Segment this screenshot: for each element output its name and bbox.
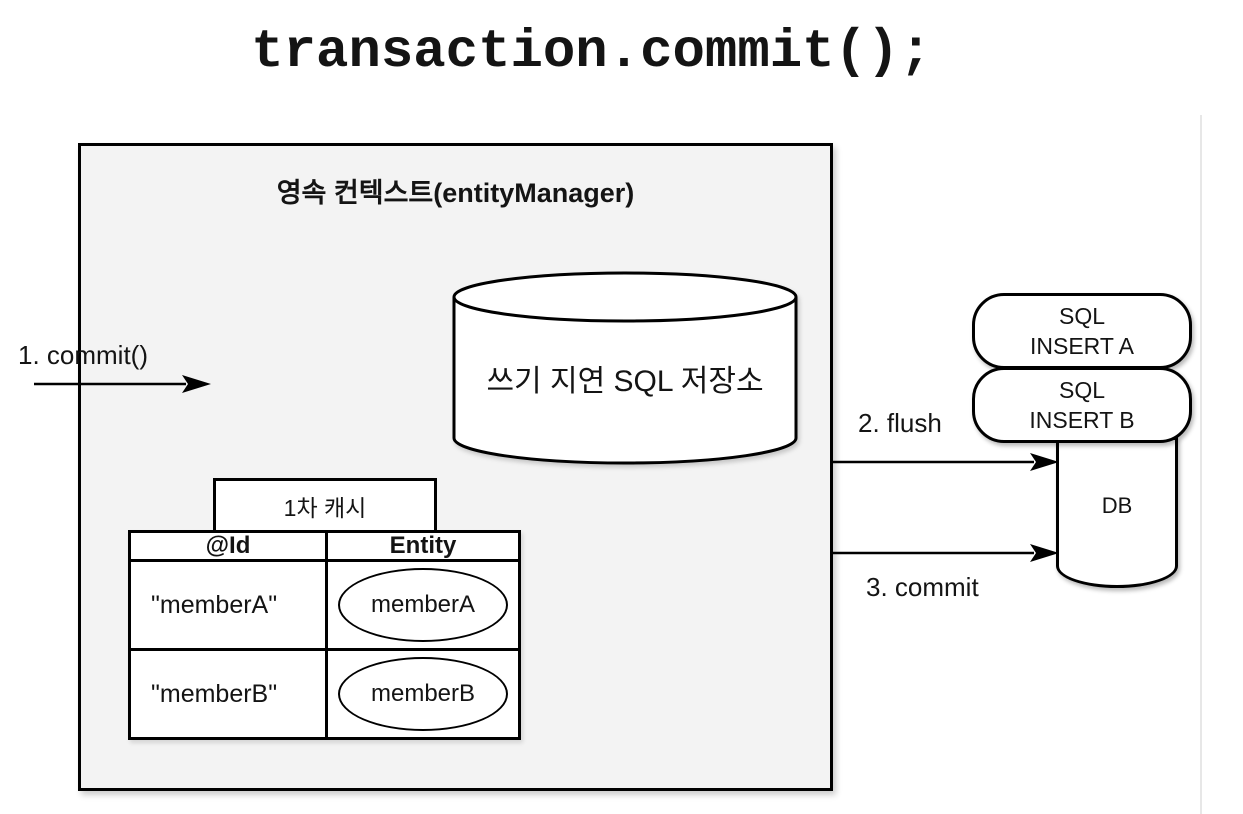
write-behind-sql-store-cylinder (452, 271, 798, 465)
db-cylinder: DB (1056, 437, 1178, 588)
entity-cell-member-a: memberA (328, 562, 518, 648)
flush-arrow (831, 453, 1059, 471)
commit-in-arrow (34, 375, 211, 393)
diagram-title: transaction.commit(); (251, 22, 932, 83)
first-level-cache-tab-label: 1차 캐시 (283, 494, 367, 521)
entity-cell-member-b: memberB (328, 651, 518, 737)
sql-insert-b-box: SQL INSERT B (972, 367, 1192, 443)
entity-label-member-b: memberB (370, 680, 476, 707)
cache-row-member-a: "memberA" memberA (131, 559, 518, 648)
entity-label-member-a: memberA (370, 591, 476, 618)
sql-insert-a-line1: SQL (1058, 303, 1106, 329)
commit-out-label: 3. commit (866, 572, 979, 602)
write-behind-sql-store-label: 쓰기 지연 SQL 저장소 (486, 365, 764, 398)
sql-insert-b-line2: INSERT B (1029, 407, 1135, 433)
commit-in-label: 1. commit() (18, 340, 148, 370)
sql-insert-b-line1: SQL (1058, 377, 1106, 403)
flush-label: 2. flush (858, 408, 942, 438)
id-cell-member-b: "memberB" (131, 651, 328, 737)
first-level-cache-table: @Id Entity "memberA" memberA "memberB" m… (128, 530, 521, 740)
column-header-id: @Id (131, 533, 328, 559)
persistence-context-label: 영속 컨텍스트(entityManager) (276, 178, 635, 208)
id-cell-member-a: "memberA" (131, 562, 328, 648)
column-header-entity: Entity (389, 532, 457, 559)
cache-row-member-b: "memberB" memberB (131, 648, 518, 737)
first-level-cache-tab: 1차 캐시 (213, 478, 437, 533)
entity-ellipse-member-a: memberA (338, 568, 508, 642)
sql-insert-a-box: SQL INSERT A (972, 293, 1192, 369)
db-label: DB (1101, 492, 1133, 518)
cache-table-header-row: @Id Entity (131, 533, 518, 559)
slide-edge-line (1200, 115, 1202, 814)
sql-insert-a-line2: INSERT A (1030, 333, 1134, 359)
entity-ellipse-member-b: memberB (338, 657, 508, 731)
commit-out-arrow (831, 544, 1059, 562)
